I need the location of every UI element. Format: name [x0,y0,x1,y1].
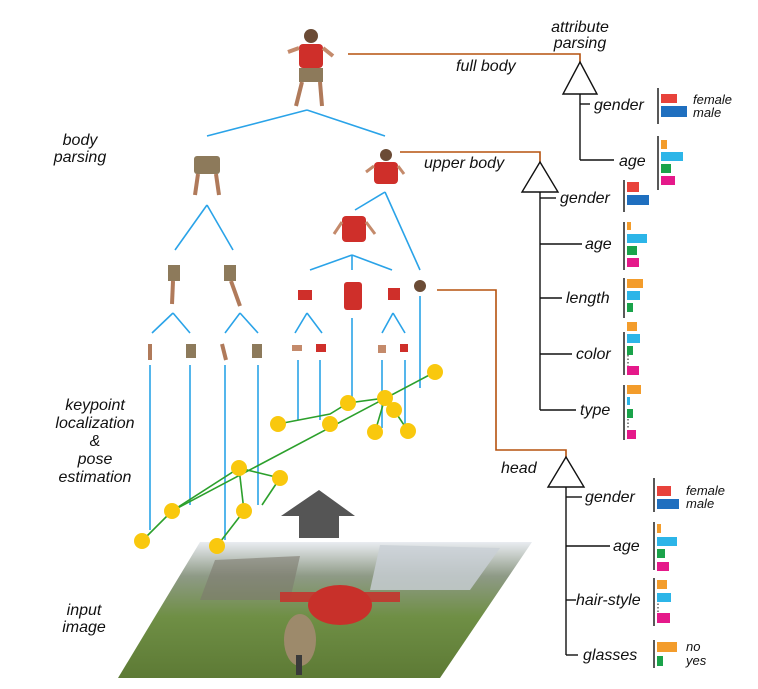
lower-body-figure [193,156,221,196]
attribute-parsing-title-1: attribute [551,19,609,36]
head-age-label: age [613,538,640,555]
body-parsing-tree [149,109,421,540]
upper-body-length-label: length [566,290,610,307]
body-parsing-title-2: parsing [53,149,107,166]
head-female-legend: female [686,483,725,498]
dotted-gaps [627,355,659,612]
attribute-connectors [348,53,581,457]
limb-parts [148,343,408,361]
upper-body-figure [365,149,406,184]
leg-parts [168,265,242,307]
keypoint-title-2: localization [55,415,134,432]
input-image [118,542,532,678]
upper-body-gender-label: gender [560,190,610,207]
head-hair-style-label: hair-style [576,592,641,609]
head-yes-legend: yes [685,653,707,668]
attribute-parsing-title-2: parsing [553,35,607,52]
keypoint-title-3: & [90,433,101,450]
upper-body-age-label: age [585,236,612,253]
full-body-gender-label: gender [594,97,644,114]
node-full-body: full body [456,58,517,75]
node-head: head [501,460,538,477]
keypoint-title-1: keypoint [65,397,125,414]
head-gender-label: gender [585,489,635,506]
full-body-female-legend: female [693,92,732,107]
up-arrow-icon [281,490,355,538]
full-body-male-legend: male [693,105,721,120]
head-no-legend: no [686,639,700,654]
head-male-legend: male [686,496,714,511]
keypoints [134,364,443,554]
input-image-title-2: image [62,619,106,636]
attribute-bars [627,94,687,666]
attribute-trees [520,60,659,668]
torso-parts [298,280,426,310]
full-body-figure [287,29,335,107]
upper-body-type-label: type [580,402,610,419]
body-parsing-title-1: body [63,132,99,149]
upper-body-color-label: color [576,346,611,363]
input-image-title-1: input [67,602,102,619]
keypoint-title-4: pose [77,451,113,468]
full-body-age-label: age [619,153,646,170]
torso-figure [332,216,377,242]
head-glasses-label: glasses [583,647,637,664]
node-upper-body: upper body [424,155,505,172]
keypoint-title-5: estimation [59,469,132,486]
